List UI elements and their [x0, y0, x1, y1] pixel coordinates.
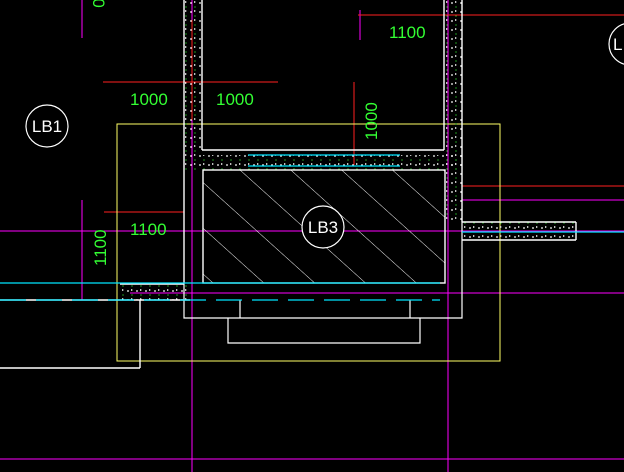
dim-top-right: 1100: [389, 23, 426, 42]
dim-vertical-1000: 1000: [362, 102, 381, 140]
wall-outlines: [0, 0, 577, 369]
label-partial-right[interactable]: L: [608, 23, 624, 65]
label-lb3-text: LB3: [308, 218, 338, 237]
label-lb1[interactable]: LB1: [25, 104, 69, 148]
label-lb3[interactable]: LB3: [301, 205, 345, 249]
dim-middle-1000: 1000: [216, 90, 254, 109]
dim-left-1000: 1000: [130, 90, 168, 109]
label-partial-right-text: L: [613, 35, 622, 54]
slab-outline[interactable]: [116, 123, 501, 362]
dim-top-left-partial: 1000: [89, 0, 108, 8]
rebar-lines-cyan: [0, 154, 624, 301]
axis-lines-red: [103, 14, 624, 213]
dim-vertical-1100: 1100: [91, 229, 110, 266]
dim-slab-1100: 1100: [130, 220, 167, 239]
label-lb1-text: LB1: [32, 117, 62, 136]
